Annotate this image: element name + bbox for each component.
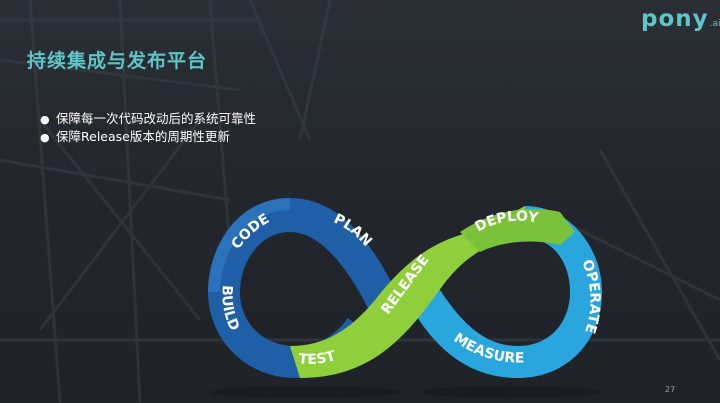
page-number: 27 <box>665 385 676 394</box>
logo-suffix: .ai <box>709 19 720 29</box>
deploy-arrow-band <box>460 208 575 252</box>
pony-ai-logo: pony.ai <box>641 6 720 32</box>
bullet-item: ● 保障Release版本的周期性更新 <box>40 128 256 146</box>
page-title: 持续集成与发布平台 <box>27 50 208 72</box>
stage-test-label: TEST <box>298 348 338 368</box>
green-crossing-band <box>290 206 525 378</box>
bullet-text: 保障每一次代码改动后的系统可靠性 <box>56 111 257 126</box>
right-loop-band <box>410 206 602 378</box>
bullet-dot-icon: ● <box>40 113 50 126</box>
bullet-text: 保障Release版本的周期性更新 <box>56 129 230 144</box>
bullet-list: ● 保障每一次代码改动后的系统可靠性 ● 保障Release版本的周期性更新 <box>40 110 256 146</box>
bullet-item: ● 保障每一次代码改动后的系统可靠性 <box>40 110 256 128</box>
bullet-dot-icon: ● <box>40 131 50 144</box>
logo-wordmark: pony <box>641 6 709 32</box>
